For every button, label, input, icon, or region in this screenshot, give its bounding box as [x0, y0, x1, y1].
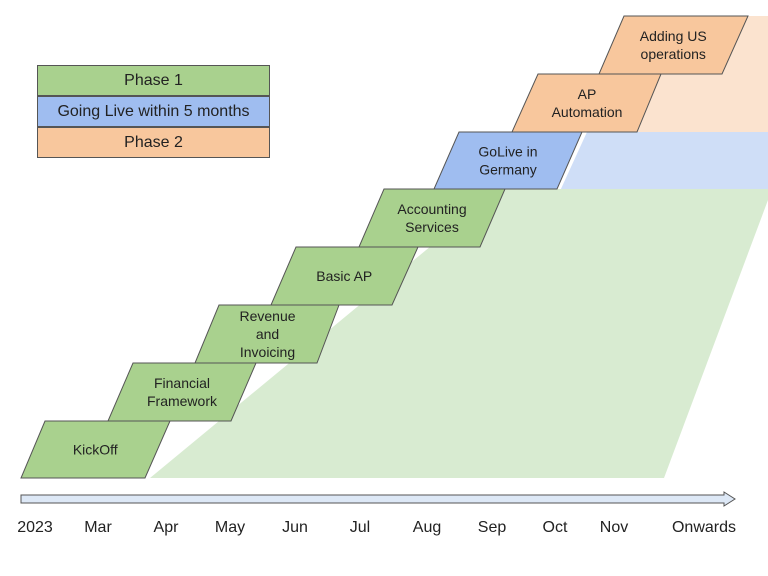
step-label: Basic AP: [316, 268, 372, 284]
timeline-label: Jun: [282, 519, 308, 536]
step-shape: [358, 188, 506, 248]
legend-phase-1-label: Phase 1: [124, 71, 183, 89]
timeline-label: May: [215, 519, 245, 536]
timeline-label: Nov: [600, 519, 628, 536]
step-shape: [107, 362, 257, 422]
step-label: Framework: [147, 393, 218, 409]
step-label: Germany: [479, 162, 537, 178]
timeline-label: 2023: [17, 519, 53, 536]
step-shape: [433, 131, 583, 190]
timeline-label: Jul: [350, 519, 370, 536]
timeline-arrow: [20, 491, 736, 507]
timeline-label: Sep: [478, 519, 507, 536]
step-label: Services: [405, 219, 459, 235]
timeline-label: Oct: [543, 519, 568, 536]
step-label: Invoicing: [240, 344, 295, 360]
timeline-label: Aug: [413, 519, 441, 536]
step-label: Revenue: [239, 308, 295, 324]
golive-area: [560, 132, 768, 191]
timeline-label: Apr: [154, 519, 180, 536]
step-shape: [511, 73, 662, 133]
timeline-label: Mar: [84, 519, 112, 536]
legend-phase-1: Phase 1: [37, 65, 270, 96]
roadmap-step: Adding US operations: [598, 15, 749, 75]
roadmap-step: AP Automation: [511, 73, 662, 133]
roadmap-step: KickOff: [20, 420, 171, 479]
phase-1-area: [150, 189, 768, 478]
step-label: AP: [578, 86, 597, 102]
legend-going-live: Going Live within 5 months: [37, 96, 270, 127]
step-label: KickOff: [73, 442, 118, 458]
timeline-label: Onwards: [672, 519, 736, 536]
step-label: GoLive in: [478, 144, 537, 160]
roadmap-step: Basic AP: [270, 246, 419, 306]
step-label: Accounting: [397, 201, 466, 217]
legend-phase-2-label: Phase 2: [124, 133, 183, 151]
step-label: and: [256, 326, 279, 342]
legend-going-live-label: Going Live within 5 months: [57, 102, 250, 120]
step-label: Automation: [552, 104, 623, 120]
timeline-axis: 2023 Mar Apr May Jun Jul Aug Sep Oct Nov Onwards: [17, 491, 736, 536]
step-shape: [598, 15, 749, 75]
legend-phase-2: Phase 2: [37, 127, 270, 158]
step-label: Adding US: [640, 28, 707, 44]
step-label: Financial: [154, 375, 210, 391]
roadmap-step: GoLive in Germany: [433, 131, 583, 190]
step-label: operations: [641, 46, 706, 62]
